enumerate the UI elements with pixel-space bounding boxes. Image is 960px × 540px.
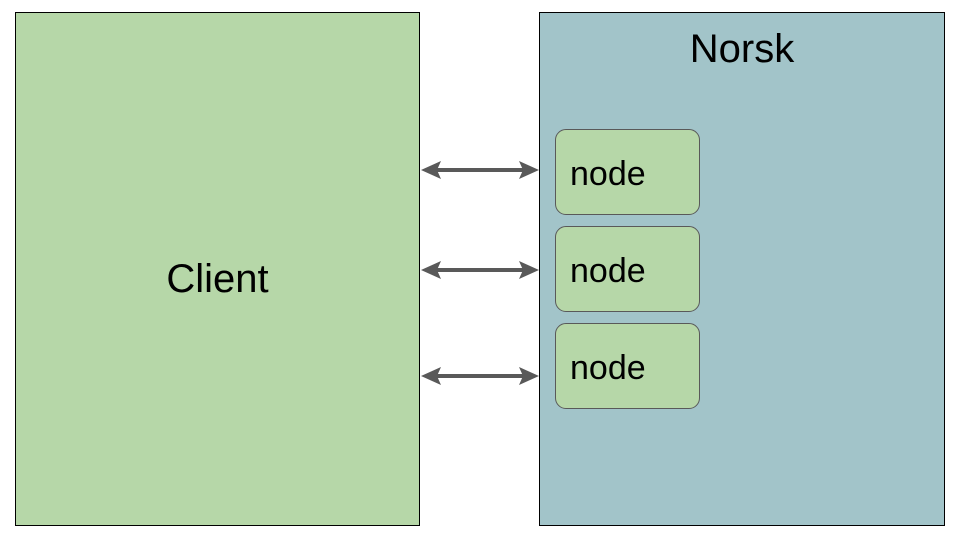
node-label: node — [570, 252, 646, 290]
client-label: Client — [166, 257, 269, 301]
norsk-label: Norsk — [689, 27, 795, 71]
node-box: node — [555, 226, 700, 312]
node-box: node — [555, 323, 700, 409]
node-label: node — [570, 349, 646, 387]
bidirectional-arrow — [421, 261, 539, 279]
bidirectional-arrow — [421, 367, 539, 385]
node-box: node — [555, 129, 700, 215]
node-label: node — [570, 155, 646, 193]
bidirectional-arrow — [421, 161, 539, 179]
client-box: Client — [15, 12, 420, 526]
